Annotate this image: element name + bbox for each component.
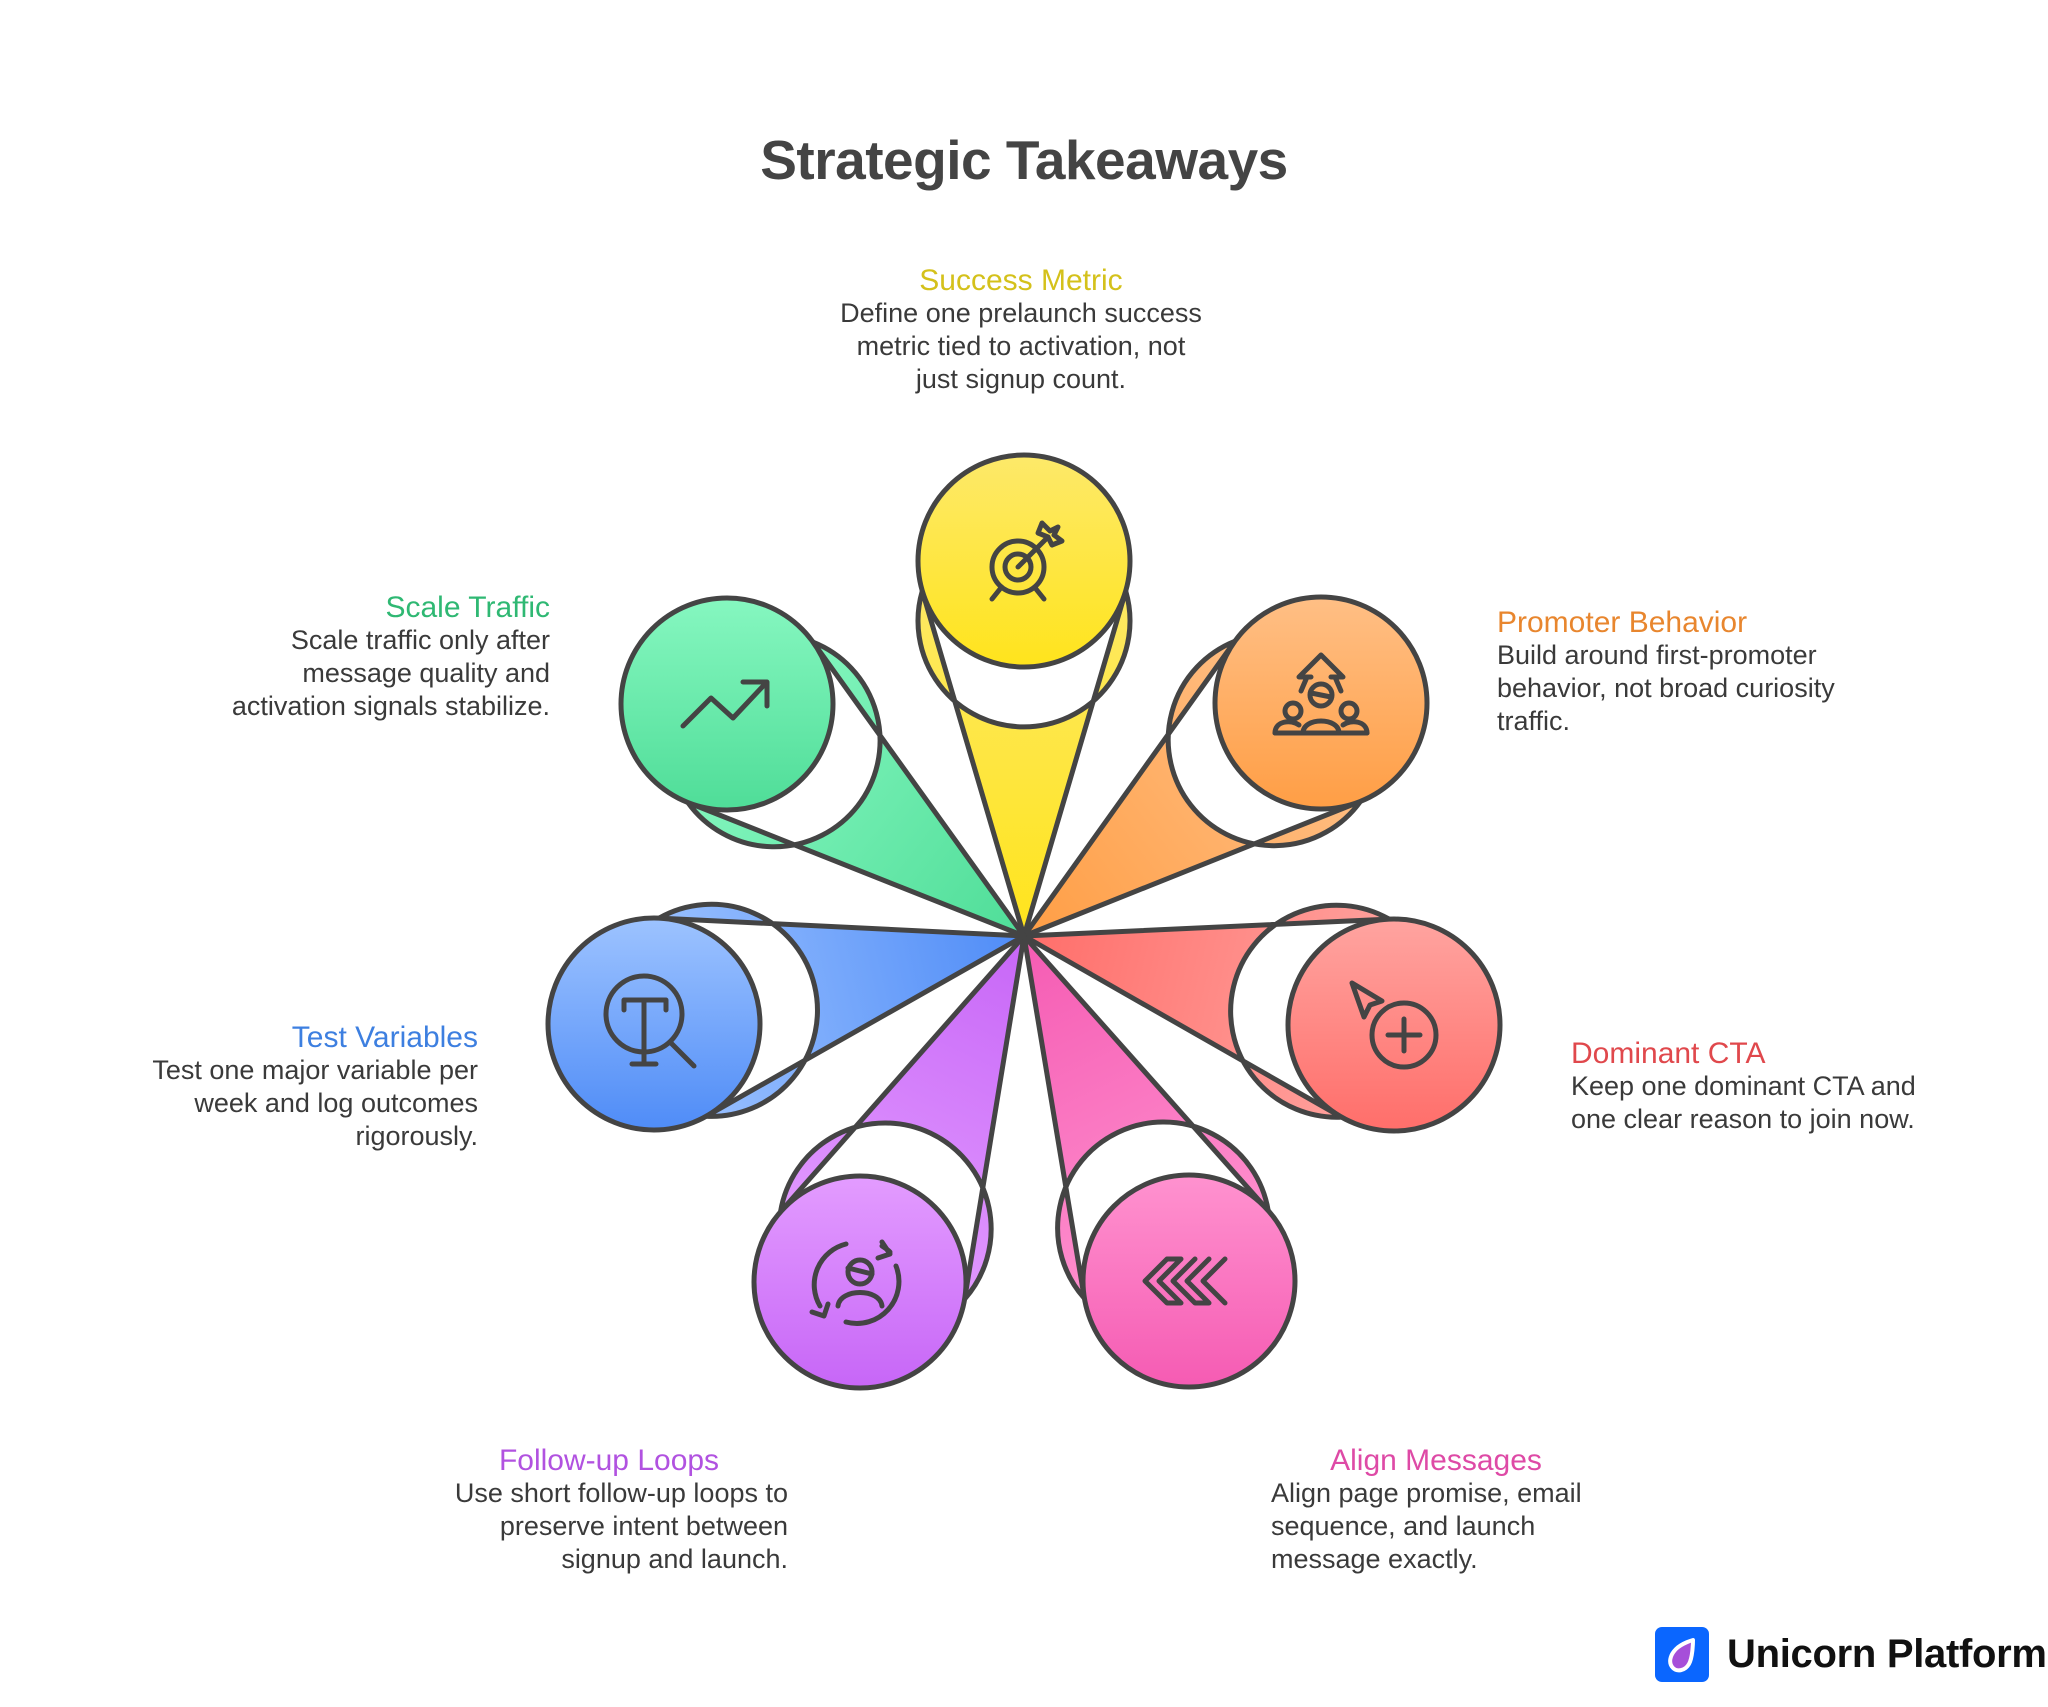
success-metric-description-line: metric tied to activation, not [856,331,1186,361]
dominant-cta-petal [1021,902,1392,1120]
test-variables-description-line: Test one major variable per [152,1055,478,1085]
petal-circles [545,452,1503,1391]
success-metric-node [915,452,1133,670]
follow-up-loops-petal [778,933,1027,1302]
cursor-plus-icon [1349,980,1439,1070]
scale-traffic-description-line: Scale traffic only after [290,625,550,655]
chevrons-left-icon [1142,1256,1228,1306]
brand-logo: Unicorn Platform [1655,1627,2047,1682]
text-search-icon [603,973,697,1069]
user-cycle-icon [809,1239,902,1326]
promoter-behavior-description-line: Build around first-promoter [1497,640,1817,670]
dominant-cta-description-line: one clear reason to join now. [1571,1104,1915,1134]
follow-up-loops-description-line: signup and launch. [561,1544,788,1574]
scale-traffic-description-line: message quality and [302,658,550,688]
trend-up-icon [680,679,770,729]
scale-traffic-petal [685,639,1027,939]
test-variables-description-line: rigorously. [355,1121,478,1151]
follow-up-loops-description-line: preserve intent between [499,1511,788,1541]
target-icon [989,520,1065,602]
page-title: Strategic Takeaways [760,129,1288,191]
brand-name: Unicorn Platform [1727,1632,2047,1676]
success-metric-heading: Success Metric [919,264,1123,297]
dominant-cta-heading: Dominant CTA [1571,1037,1766,1070]
follow-up-loops-node [751,1173,969,1391]
scale-traffic-description-line: activation signals stabilize. [231,691,550,721]
success-metric-description-line: just signup count. [915,364,1127,394]
align-messages-description-line: message exactly. [1271,1544,1478,1574]
promoter-behavior-heading: Promoter Behavior [1497,606,1748,639]
align-messages-node [1080,1172,1298,1390]
success-metric-description-line: Define one prelaunch success [840,298,1202,328]
follow-up-loops-description-line: Use short follow-up loops to [454,1478,788,1508]
people-growth-icon [1272,652,1370,736]
promoter-behavior-node [1212,594,1430,812]
petal-cones [656,588,1392,1302]
unicorn-drop-icon [1655,1627,1709,1682]
align-messages-description-line: sequence, and launch [1271,1511,1536,1541]
success-metric-petal [915,588,1133,939]
dominant-cta-node [1285,916,1503,1134]
test-variables-node [545,915,763,1133]
follow-up-loops-heading: Follow-up Loops [498,1444,720,1477]
scale-traffic-heading: Scale Traffic [385,591,550,624]
align-messages-petal [1021,933,1271,1301]
test-variables-heading: Test Variables [291,1021,478,1054]
test-variables-petal [656,901,1027,1119]
dominant-cta-description-line: Keep one dominant CTA and [1571,1071,1916,1101]
promoter-behavior-description-line: traffic. [1497,706,1571,736]
promoter-behavior-description-line: behavior, not broad curiosity [1497,673,1835,703]
promoter-behavior-petal [1021,638,1363,939]
align-messages-description-line: Align page promise, email [1271,1478,1582,1508]
scale-traffic-node [618,595,836,813]
test-variables-description-line: week and log outcomes [194,1088,478,1118]
align-messages-heading: Align Messages [1330,1444,1542,1477]
